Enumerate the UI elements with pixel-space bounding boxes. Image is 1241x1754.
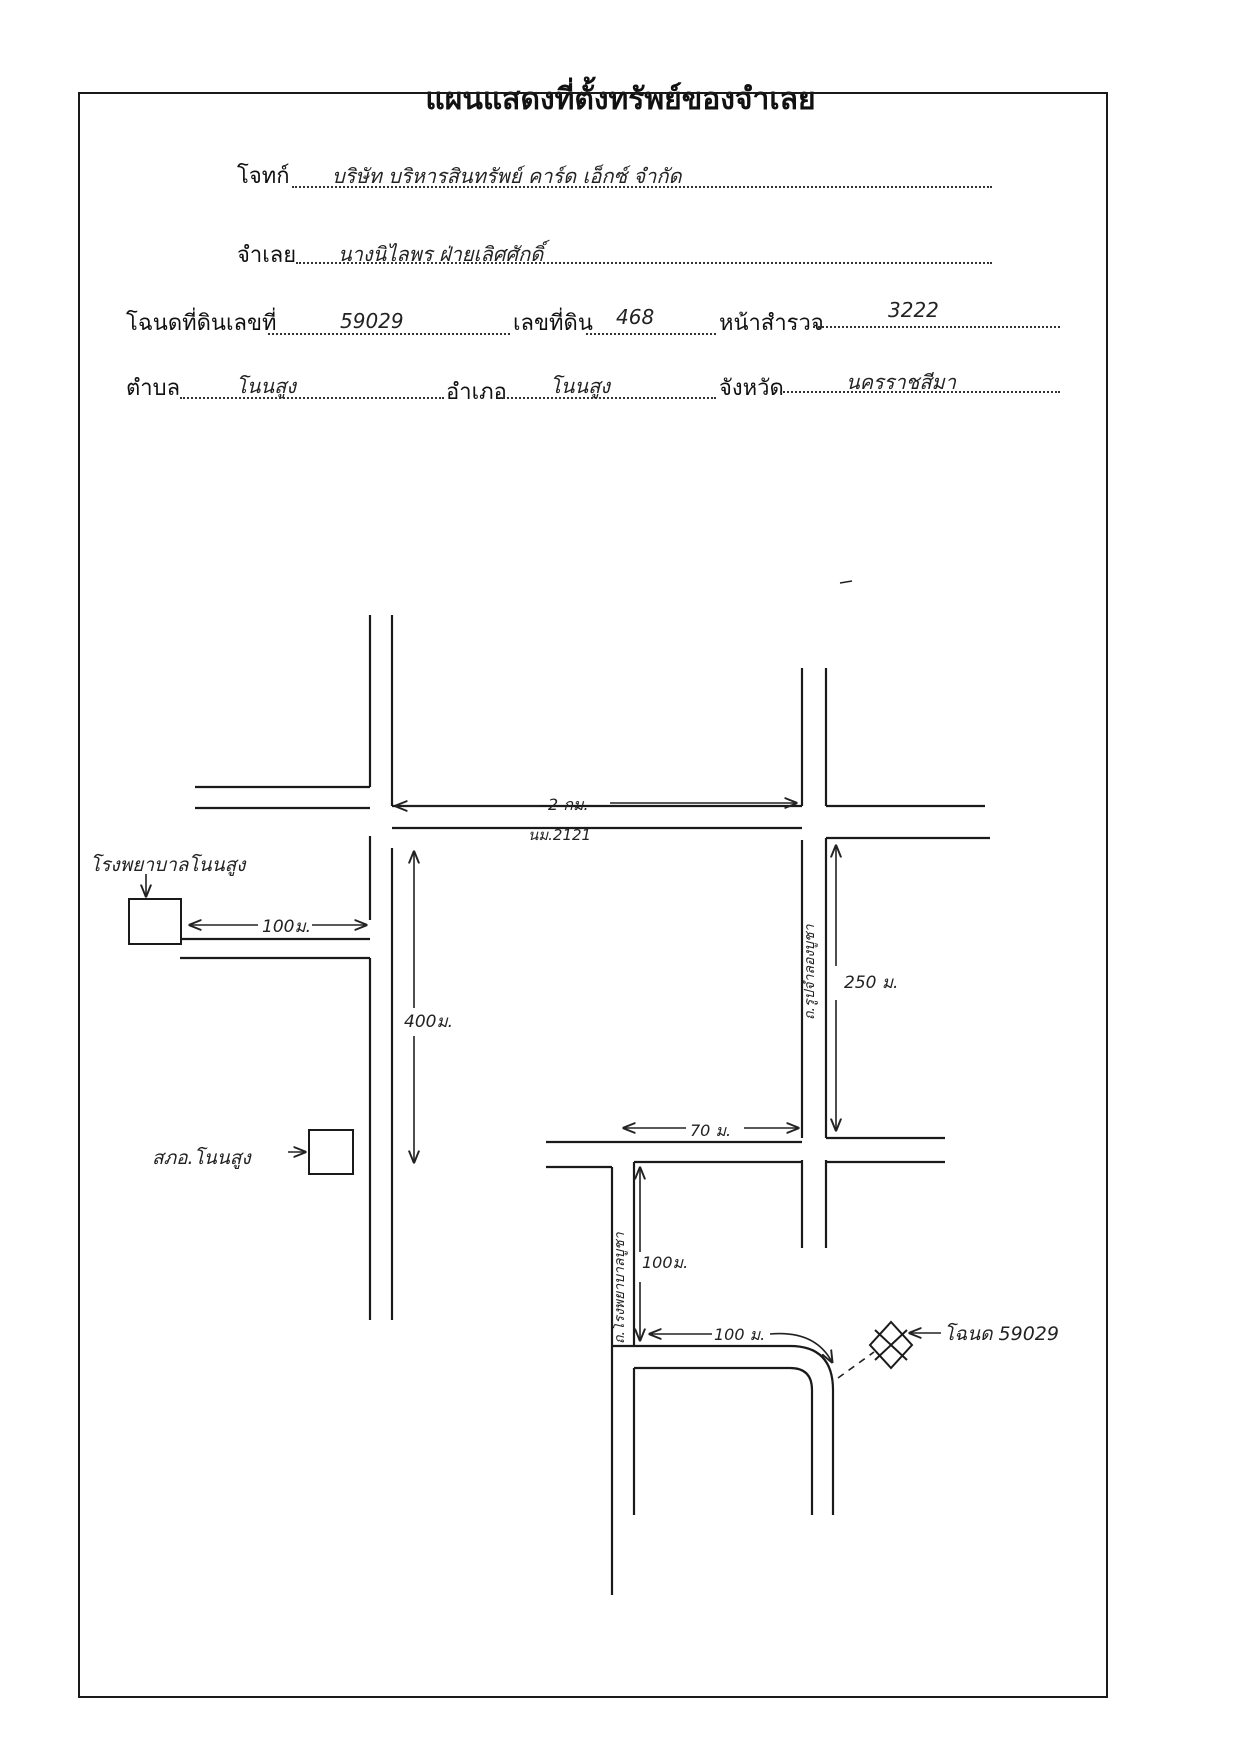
dist-70-label: 70 ม. — [690, 1121, 731, 1140]
deed-marker-label: โฉนด 59029 — [944, 1322, 1059, 1345]
land-no-dotted-line — [586, 333, 716, 335]
page-title: แผนแสดงที่ตั้งทรัพย์ของจำเลย — [425, 82, 816, 117]
subdistrict-value: โนนสูง — [236, 374, 297, 398]
road-lower-label: ถ.โรงพยาบาลบูชา — [611, 1231, 628, 1344]
dist-hospital-label: 100ม. — [262, 917, 311, 937]
defendant-value: นางนิไลพร ฝ่ายเลิศศักดิ์ — [338, 242, 544, 266]
dist-250-label: 250 ม. — [844, 973, 898, 993]
hospital-box — [128, 898, 182, 945]
deed-dotted-line — [268, 333, 510, 335]
dist-100-vertical-label: 100ม. — [642, 1253, 688, 1272]
survey-dotted-line — [813, 326, 1060, 328]
page-frame — [78, 92, 1108, 1698]
land-no-label: เลขที่ดิน — [513, 311, 593, 336]
province-dotted-line — [780, 391, 1060, 393]
road-right-label: ถ.รูปจำลองบูชา — [802, 923, 818, 1020]
province-label: จังหวัด — [719, 376, 784, 401]
plaintiff-label: โจทก์ — [237, 164, 290, 189]
road-main-label: นม.2121 — [528, 826, 591, 844]
subdistrict-label: ตำบล — [126, 376, 181, 401]
dist-2km-label: 2 กม. — [548, 795, 589, 814]
survey-value: 3222 — [888, 298, 939, 322]
subdistrict-dotted-line — [180, 397, 444, 399]
district-dotted-line — [500, 397, 716, 399]
defendant-dotted-line — [296, 262, 992, 264]
dist-100-horizontal-label: 100 ม. — [714, 1325, 765, 1344]
plaintiff-dotted-line — [292, 186, 992, 188]
deed-value: 59029 — [340, 309, 404, 333]
dimension-arrows — [146, 580, 941, 1379]
road-lines — [180, 615, 990, 1595]
plaintiff-value: บริษัท บริหารสินทรัพย์ คาร์ด เอ็กซ์ จำกั… — [332, 164, 682, 188]
dist-400-label: 400ม. — [404, 1012, 453, 1032]
deed-label: โฉนดที่ดินเลขที่ — [126, 311, 277, 336]
police-station-label: สภอ.โนนสูง — [152, 1146, 252, 1169]
survey-label: หน้าสำรวจ — [719, 311, 824, 336]
deed-marker-icon — [868, 1320, 914, 1370]
police-station-box — [308, 1129, 354, 1175]
land-no-value: 468 — [616, 305, 655, 329]
defendant-label: จำเลย — [237, 243, 297, 268]
province-value: นครราชสีมา — [846, 370, 956, 394]
district-value: โนนสูง — [550, 374, 611, 398]
district-label: อำเภอ — [446, 380, 507, 405]
hospital-label: โรงพยาบาลโนนสูง — [90, 853, 247, 876]
